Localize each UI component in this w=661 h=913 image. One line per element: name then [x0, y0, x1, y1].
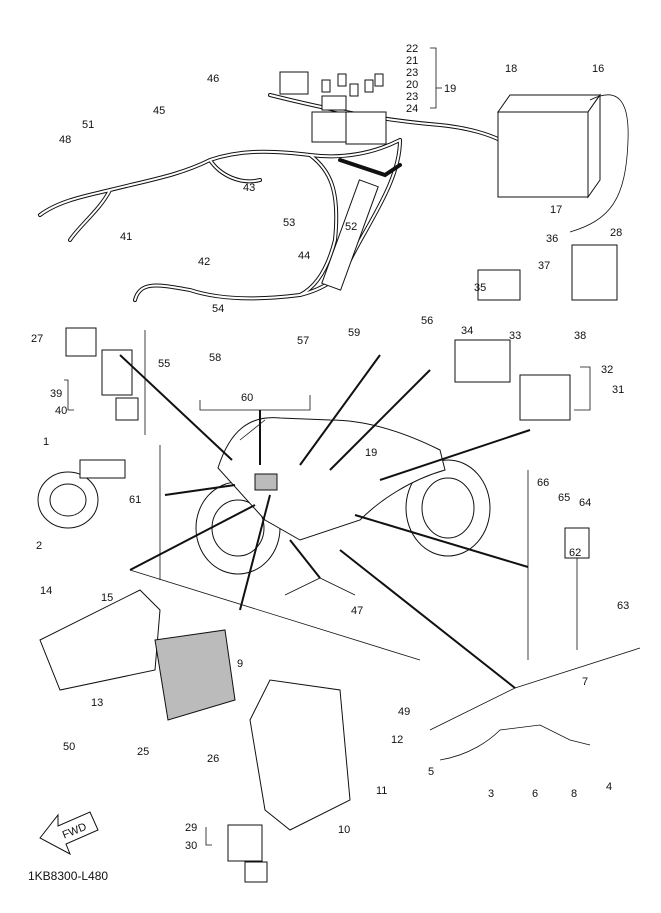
part-number-label: 33 [509, 330, 521, 342]
part-number-label: 36 [546, 233, 558, 245]
part-number-label: 63 [617, 600, 629, 612]
part-number-label: 19 [365, 447, 377, 459]
part-number-label: 5 [428, 766, 434, 778]
part-number-label: 56 [421, 315, 433, 327]
part-number-label: 4 [606, 781, 612, 793]
part-number-label: 22 [406, 43, 418, 55]
part-number-label: 28 [610, 227, 622, 239]
part-number-label: 50 [63, 741, 75, 753]
part-number-label: 60 [241, 392, 253, 404]
part-number-label: 17 [550, 204, 562, 216]
part-number-label: 45 [153, 105, 165, 117]
part-number-label: 43 [243, 182, 255, 194]
wire-harness [38, 93, 502, 302]
part-number-label: 58 [209, 352, 221, 364]
part-number-label: 21 [406, 55, 418, 67]
part-number-label: 39 [50, 388, 62, 400]
part-number-label: 34 [461, 325, 473, 337]
part-number-label: 9 [237, 658, 243, 670]
part-number-label: 65 [558, 492, 570, 504]
part-number-label: 23 [406, 67, 418, 79]
part-number-label: 52 [345, 221, 357, 233]
part-number-label: 8 [571, 788, 577, 800]
part-number-label: 29 [185, 822, 197, 834]
part-number-label: 61 [129, 494, 141, 506]
drawing-code: 1KB8300-L480 [28, 869, 108, 883]
part-number-label: 20 [406, 79, 418, 91]
part-number-label: 27 [31, 333, 43, 345]
part-number-label: 12 [391, 734, 403, 746]
part-number-label: 47 [351, 605, 363, 617]
part-number-label: 23 [406, 91, 418, 103]
part-number-label: 66 [537, 477, 549, 489]
part-number-label: 18 [505, 63, 517, 75]
part-number-label: 7 [582, 676, 588, 688]
part-number-label: 6 [532, 788, 538, 800]
part-number-label: 40 [55, 405, 67, 417]
fuse-box [279, 71, 387, 145]
part-number-label: 19 [444, 83, 456, 95]
part-number-label: 30 [185, 840, 197, 852]
part-number-label: 49 [398, 706, 410, 718]
part-number-label: 38 [574, 330, 586, 342]
part-number-label: 14 [40, 585, 52, 597]
part-number-label: 64 [579, 497, 591, 509]
part-number-label: 1 [43, 436, 49, 448]
part-number-label: 31 [612, 384, 624, 396]
part-number-label: 42 [198, 256, 210, 268]
part-number-label: 53 [283, 217, 295, 229]
misc-parts [37, 244, 618, 883]
part-number-label: 16 [592, 63, 604, 75]
leader-lines [119, 330, 641, 731]
part-number-label: 25 [137, 746, 149, 758]
part-number-label: 44 [298, 250, 310, 262]
part-number-label: 26 [207, 753, 219, 765]
part-number-label: 10 [338, 824, 350, 836]
part-number-label: 24 [406, 103, 418, 115]
part-number-label: 54 [212, 303, 224, 315]
part-number-label: 13 [91, 697, 103, 709]
motorcycle-illustration [195, 417, 491, 575]
part-number-label: 37 [538, 260, 550, 272]
part-number-label: 11 [376, 785, 387, 797]
part-number-label: 48 [59, 134, 71, 146]
part-number-label: 3 [488, 788, 494, 800]
part-number-label: 59 [348, 327, 360, 339]
part-number-label: 15 [101, 592, 113, 604]
battery [497, 93, 629, 233]
part-number-label: 57 [297, 335, 309, 347]
part-number-label: 41 [120, 231, 132, 243]
part-number-label: 55 [158, 358, 170, 370]
fwd-arrow-icon: FWD [39, 811, 99, 856]
part-number-label: 32 [601, 364, 613, 376]
part-number-label: 51 [82, 119, 94, 131]
part-number-label: 62 [569, 547, 581, 559]
part-number-label: 2 [36, 540, 42, 552]
part-number-label: 35 [474, 282, 486, 294]
part-number-label: 46 [207, 73, 219, 85]
